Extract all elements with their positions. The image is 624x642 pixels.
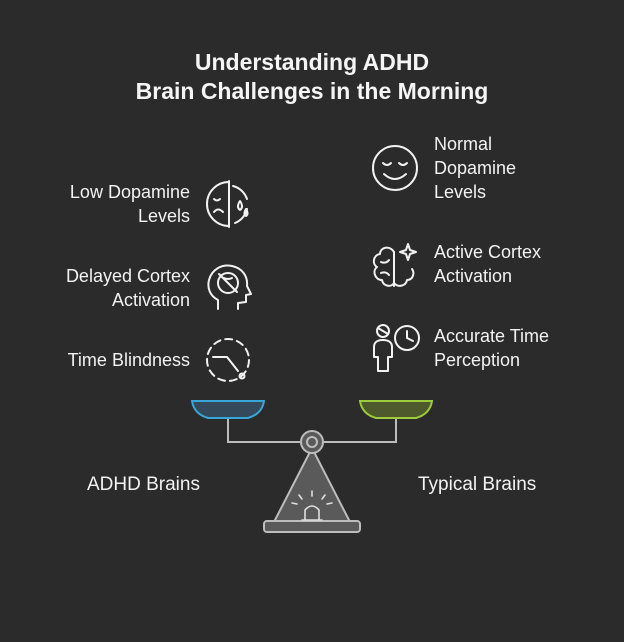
- page-title: Understanding ADHD Brain Challenges in t…: [0, 48, 624, 106]
- happy-face-icon: [370, 143, 420, 198]
- factor-normal-dopamine: Normal Dopamine Levels: [434, 134, 517, 202]
- brain-sparkle-icon: [370, 240, 422, 297]
- title-line-1: Understanding ADHD: [194, 49, 430, 75]
- factor-low-dopamine: Low Dopamine Levels: [69, 182, 190, 226]
- factor-active-cortex: Active Cortex Activation: [434, 242, 542, 286]
- scale-right-label: Typical Brains: [418, 474, 537, 495]
- head-brain-crossed-icon: [204, 262, 252, 317]
- title-line-2: Brain Challenges in the Morning: [135, 78, 489, 104]
- person-clock-icon: [366, 321, 422, 380]
- sad-face-half-icon: [203, 179, 253, 234]
- balance-scale: [186, 396, 438, 543]
- dashed-clock-icon: [203, 335, 253, 390]
- factor-delayed-cortex: Delayed Cortex Activation: [65, 266, 190, 310]
- scale-left-label: ADHD Brains: [87, 474, 200, 495]
- left-pan: [190, 400, 266, 419]
- right-pan: [358, 400, 434, 419]
- factor-time-blindness: Time Blindness: [67, 350, 190, 370]
- factor-accurate-time: Accurate Time Perception: [434, 326, 550, 370]
